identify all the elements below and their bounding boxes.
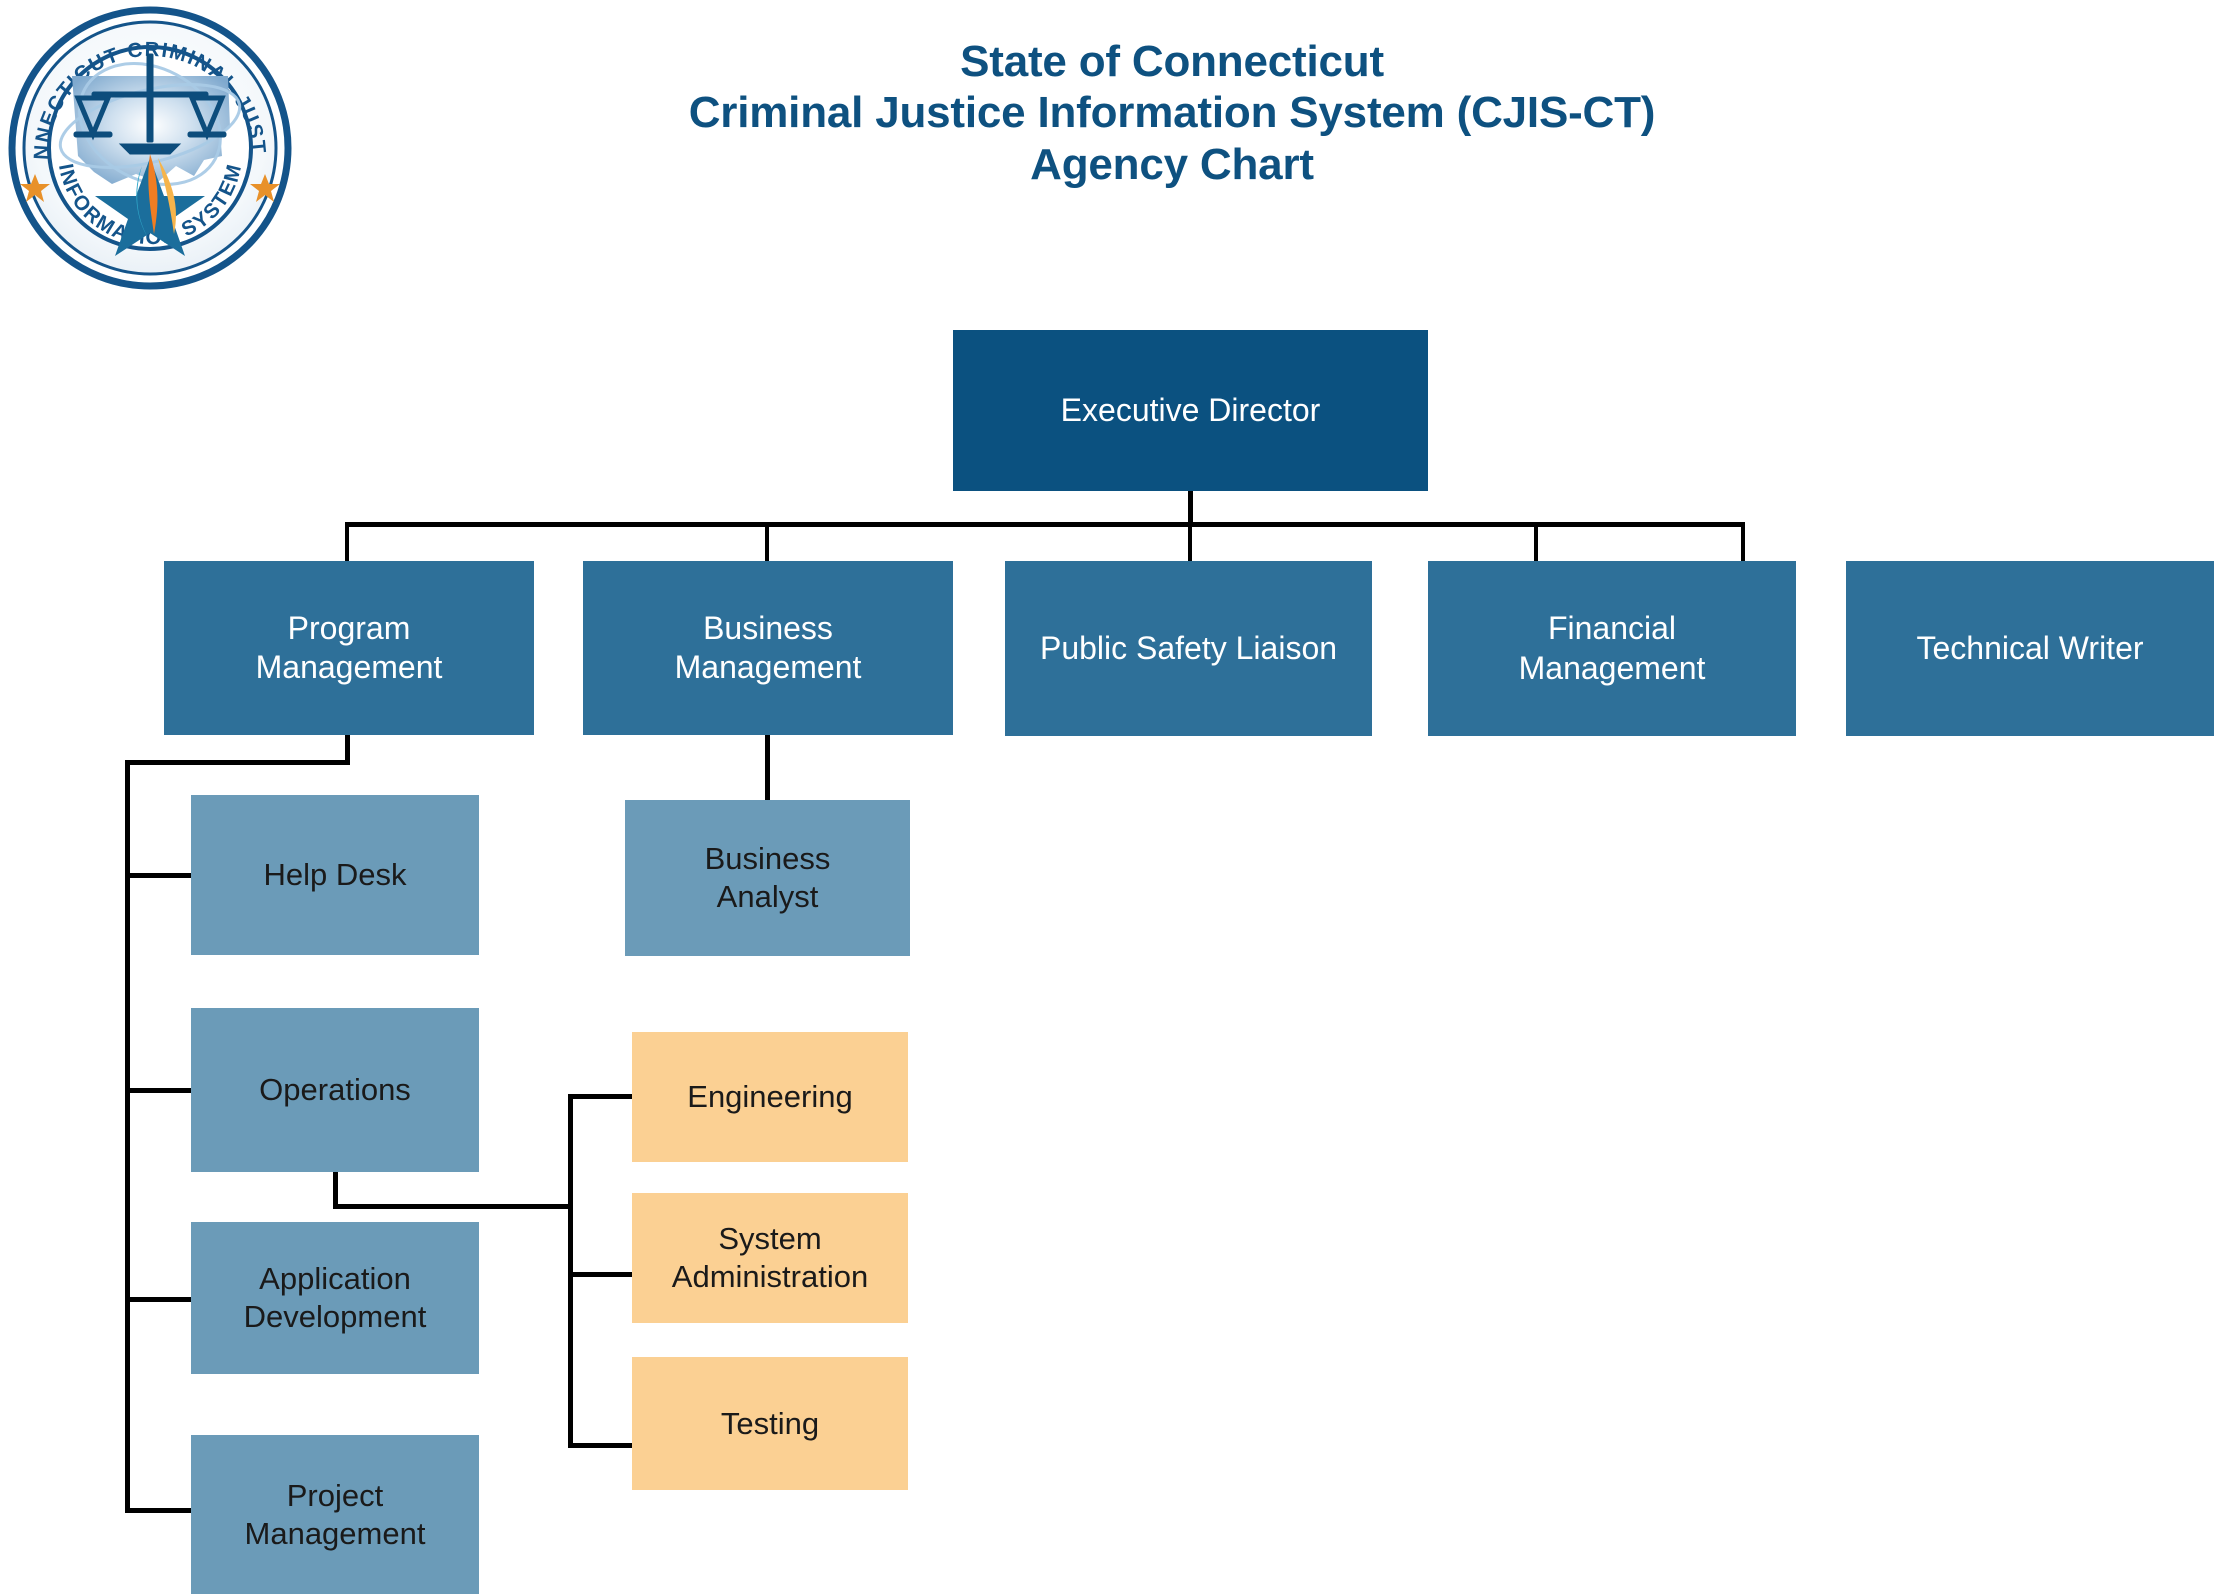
- node-business-management[interactable]: Business Management: [583, 561, 953, 735]
- connector-bm-drop: [765, 735, 770, 802]
- connector-drop-public-safety-liaison: [1188, 522, 1192, 562]
- connector-stub-system-administration: [568, 1272, 634, 1277]
- node-label-operations: Operations: [259, 1072, 411, 1108]
- connector-drop-financial-management: [1534, 522, 1538, 562]
- connector-drop-program-management: [345, 522, 349, 562]
- node-financial-management[interactable]: Financial Management: [1428, 561, 1796, 736]
- node-label-public-safety-liaison: Public Safety Liaison: [1039, 629, 1338, 666]
- connector-stub-application-development: [125, 1297, 193, 1302]
- connector-stub-project-management: [125, 1508, 193, 1513]
- node-label-financial-management-line2: Management: [1518, 649, 1706, 686]
- node-label-business-management-line2: Management: [674, 649, 862, 685]
- node-application-development[interactable]: Application Development: [191, 1222, 479, 1374]
- node-testing[interactable]: Testing: [632, 1357, 908, 1490]
- node-label-program-management-line1: Program: [287, 609, 411, 646]
- connector-pm-elbow: [125, 760, 350, 765]
- node-executive-director[interactable]: Executive Director: [953, 330, 1428, 491]
- node-label-executive-director: Executive Director: [1060, 391, 1321, 428]
- node-system-administration[interactable]: System Administration: [632, 1193, 908, 1323]
- node-label-system-administration-line2: Administration: [671, 1259, 869, 1294]
- node-label-help-desk: Help Desk: [263, 857, 407, 893]
- node-label-program-management-line2: Management: [255, 649, 443, 685]
- connector-ops-elbow: [333, 1204, 573, 1209]
- node-business-analyst[interactable]: Business Analyst: [625, 800, 910, 956]
- node-project-management[interactable]: Project Management: [191, 1435, 479, 1594]
- node-label-project-management-line1: Project: [286, 1477, 384, 1513]
- node-label-business-analyst-line2: Analyst: [716, 879, 819, 914]
- node-label-testing: Testing: [720, 1405, 820, 1441]
- page-title: State of Connecticut Criminal Justice In…: [607, 36, 1737, 190]
- connector-ops-drop: [333, 1172, 338, 1209]
- title-line-2: Criminal Justice Information System (CJI…: [688, 88, 1656, 138]
- node-label-technical-writer: Technical Writer: [1916, 629, 2144, 666]
- node-label-engineering: Engineering: [687, 1079, 853, 1115]
- node-label-application-development-line1: Application: [259, 1261, 411, 1297]
- node-technical-writer[interactable]: Technical Writer: [1846, 561, 2214, 736]
- connector-pm-spine: [125, 760, 130, 1513]
- node-engineering[interactable]: Engineering: [632, 1032, 908, 1162]
- node-label-application-development-line2: Development: [243, 1299, 427, 1334]
- node-public-safety-liaison[interactable]: Public Safety Liaison: [1005, 561, 1372, 736]
- node-help-desk[interactable]: Help Desk: [191, 795, 479, 955]
- node-label-system-administration-line1: System: [718, 1221, 822, 1257]
- connector-exec-bus: [345, 522, 1745, 527]
- connector-drop-technical-writer: [1741, 522, 1745, 562]
- node-label-project-management-line2: Management: [244, 1515, 426, 1551]
- title-line-3: Agency Chart: [1030, 139, 1314, 189]
- node-label-business-management-line1: Business: [703, 609, 833, 646]
- connector-stub-help-desk: [125, 873, 193, 878]
- node-operations[interactable]: Operations: [191, 1008, 479, 1172]
- connector-stub-engineering: [568, 1094, 634, 1099]
- node-label-business-analyst-line1: Business: [704, 841, 831, 877]
- node-program-management[interactable]: Program Management: [164, 561, 534, 735]
- connector-exec-drop: [1188, 491, 1193, 527]
- connector-tech-spine: [568, 1094, 573, 1448]
- cjis-ct-seal-logo: CONNECTICUT CRIMINAL JUSTICE INFORMATION…: [0, 0, 293, 291]
- connector-pm-drop: [345, 735, 350, 765]
- node-label-financial-management-line1: Financial: [1547, 610, 1677, 647]
- connector-stub-testing: [568, 1443, 634, 1448]
- connector-stub-operations: [125, 1088, 193, 1093]
- connector-drop-business-management: [765, 522, 769, 562]
- title-line-1: State of Connecticut: [960, 37, 1384, 86]
